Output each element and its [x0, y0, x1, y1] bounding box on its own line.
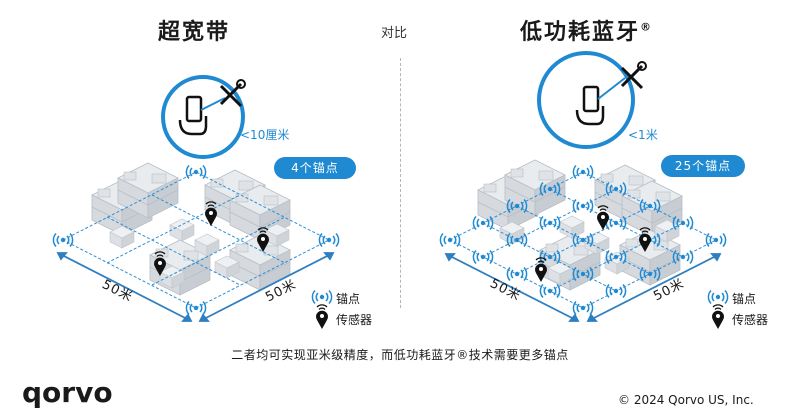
legend-anchor-icon [311, 289, 333, 305]
ble-title-text: 低功耗蓝牙 [520, 20, 641, 45]
uwb-precision-label: <10厘米 [240, 128, 290, 142]
hand-icon [178, 116, 208, 136]
qorvo-logo: qorvo [22, 376, 113, 409]
legend-anchor-label: 锚点 [336, 292, 361, 306]
ble-title: 低功耗蓝牙® [520, 14, 653, 46]
anchor-icon [318, 232, 340, 248]
copyright-notice: © 2024 Qorvo US, Inc. [618, 393, 754, 407]
ble-precision-label: <1米 [628, 128, 658, 142]
versus-label: 对比 [381, 26, 408, 41]
uwb-anchor-count-badge: 4个锚点 [274, 157, 356, 179]
legend-anchor-icon [707, 289, 729, 305]
phone-icon [582, 85, 600, 113]
legend-sensor-label: 传感器 [336, 313, 373, 327]
legend-sensor-icon [711, 304, 725, 330]
uwb-precision-diagram [161, 75, 246, 159]
ble-dimension-lines [444, 253, 722, 322]
uwb-dimension-lines [56, 252, 335, 322]
ble-precision-diagram [537, 51, 647, 149]
anchor-icon [52, 232, 74, 248]
legend-anchor-label: 锚点 [732, 292, 757, 306]
phone-icon [185, 95, 203, 123]
hand-icon [575, 106, 605, 126]
legend-sensor-icon [315, 304, 329, 330]
anchor-icon [185, 164, 207, 180]
ble-coverage-grid [448, 171, 718, 309]
wrench-screwdriver-icon [219, 79, 246, 108]
wrench-screwdriver-icon [620, 61, 647, 90]
ble-anchor-count-badge: 25个锚点 [661, 155, 745, 177]
figure-caption: 二者均可实现亚米级精度，而低功耗蓝牙®技术需要更多锚点 [231, 348, 569, 362]
anchor-icon [185, 300, 207, 316]
legend-sensor-label: 传感器 [732, 313, 769, 327]
uwb-precision-ring [161, 75, 245, 159]
uwb-coverage-grid [61, 171, 331, 309]
registered-mark: ® [640, 20, 654, 34]
uwb-title: 超宽带 [158, 20, 231, 45]
center-divider [400, 58, 401, 308]
